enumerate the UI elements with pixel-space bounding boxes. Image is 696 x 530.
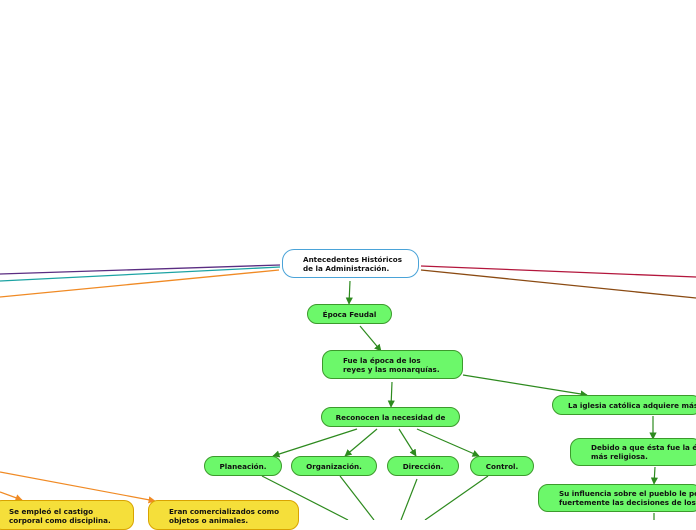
node-debido-religiosa[interactable]: Debido a que ésta fue la ép más religios… <box>570 438 696 466</box>
connector-control-down <box>424 475 489 520</box>
node-planeacion[interactable]: Planeación. <box>204 456 282 476</box>
node-iglesia-catolica-label: La iglesia católica adquiere más <box>568 400 696 410</box>
node-debido-religiosa-label: Debido a que ésta fue la ép más religios… <box>591 443 696 461</box>
connector-planeacion-down <box>261 475 349 520</box>
branch-line-orange <box>0 269 280 298</box>
node-reyes-monarquias[interactable]: Fue la época de los reyes y las monarquí… <box>322 350 463 379</box>
branch-line-teal <box>0 266 281 282</box>
connector-root-feudal <box>345 280 353 305</box>
node-organizacion-label: Organización. <box>306 461 362 471</box>
node-organizacion[interactable]: Organización. <box>291 456 377 476</box>
node-control[interactable]: Control. <box>470 456 534 476</box>
connector-reconocen-organizacion <box>344 428 378 457</box>
node-reyes-monarquias-label: Fue la época de los reyes y las monarquí… <box>343 355 440 374</box>
branch-line-brown <box>420 269 696 299</box>
node-planeacion-label: Planeación. <box>219 461 267 471</box>
node-influencia-pueblo[interactable]: Su influencia sobre el pueblo le per fue… <box>538 484 696 512</box>
node-comercializados[interactable]: Eran comercializados como objetos o anim… <box>148 500 299 530</box>
root-node-label: Antecedentes Históricos de la Administra… <box>303 254 402 273</box>
connector-to-castigo <box>0 491 23 502</box>
connector-reconocen-control <box>416 428 480 457</box>
connector-debido-influencia <box>650 466 658 485</box>
node-castigo-corporal-label: Se empleó el castigo corporal como disci… <box>9 507 111 525</box>
connector-direccion-down <box>400 478 418 520</box>
connector-feudal-reyes <box>359 325 382 352</box>
connector-reconocen-planeacion <box>272 428 358 458</box>
connector-to-comercializados <box>0 471 156 504</box>
node-reconocen-necesidad[interactable]: Reconocen la necesidad de <box>321 407 460 427</box>
node-influencia-pueblo-label: Su influencia sobre el pueblo le per fue… <box>559 489 696 507</box>
connector-reyes-iglesia <box>462 374 588 398</box>
node-epoca-feudal[interactable]: Época Feudal <box>307 304 392 324</box>
branch-line-crimson <box>420 265 696 278</box>
branch-line-purple <box>0 264 281 275</box>
connector-reyes-reconocen <box>387 381 395 408</box>
connector-reconocen-direccion <box>398 428 417 457</box>
root-node[interactable]: Antecedentes Históricos de la Administra… <box>282 249 419 278</box>
node-castigo-corporal[interactable]: Se empleó el castigo corporal como disci… <box>0 500 134 530</box>
node-iglesia-catolica[interactable]: La iglesia católica adquiere más <box>552 395 696 415</box>
node-comercializados-label: Eran comercializados como objetos o anim… <box>169 507 280 525</box>
node-control-label: Control. <box>485 461 519 471</box>
node-epoca-feudal-label: Época Feudal <box>322 309 377 319</box>
node-reconocen-necesidad-label: Reconocen la necesidad de <box>335 412 446 422</box>
node-direccion[interactable]: Dirección. <box>387 456 459 476</box>
connector-organizacion-down <box>339 475 375 520</box>
node-direccion-label: Dirección. <box>402 461 444 471</box>
